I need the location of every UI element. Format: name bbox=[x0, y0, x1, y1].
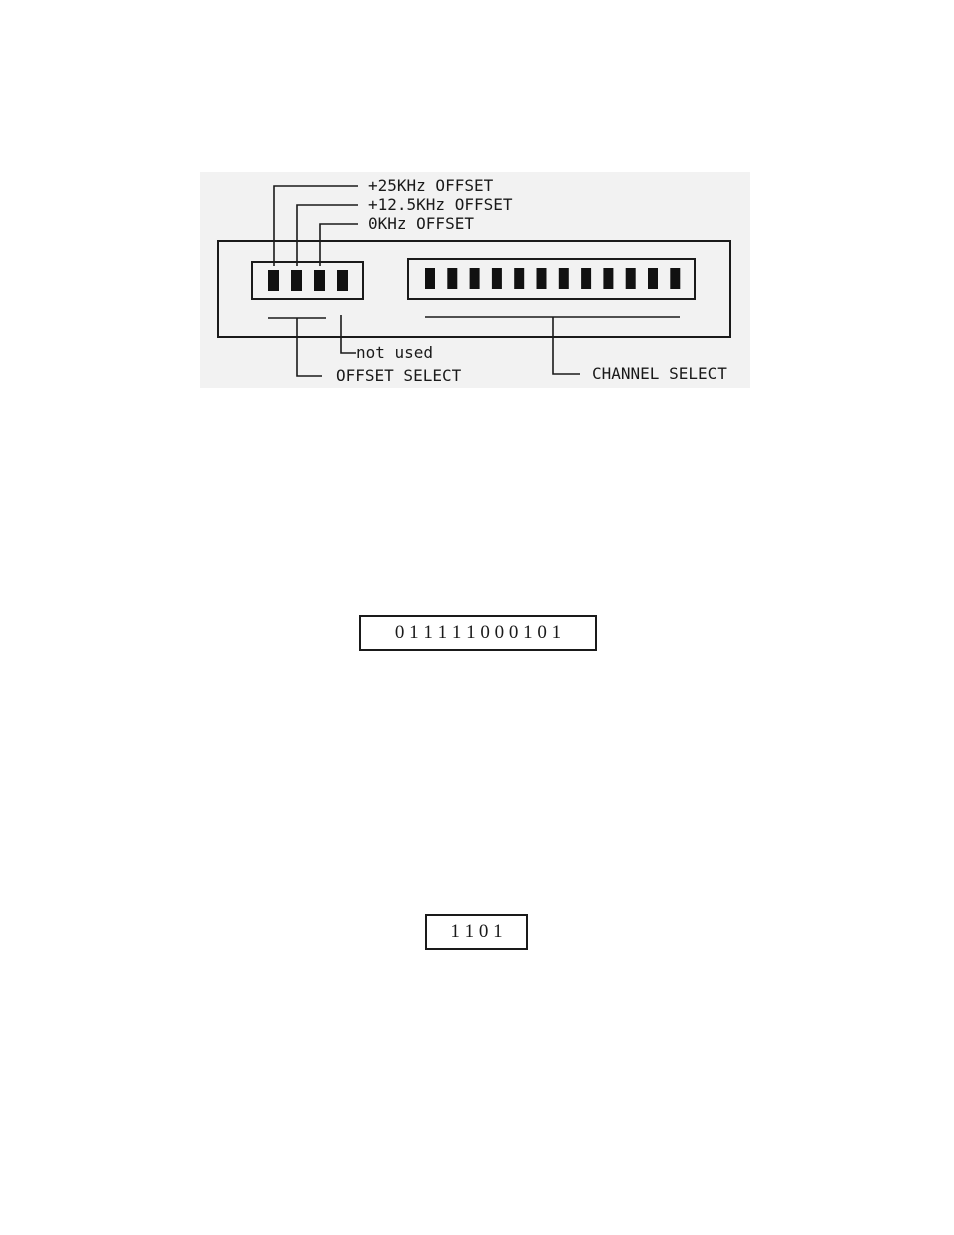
offset-switches bbox=[268, 270, 348, 291]
switch-block-outline bbox=[217, 240, 731, 338]
label-0khz-offset: 0KHz OFFSET bbox=[368, 214, 474, 233]
offset-switch-3 bbox=[314, 270, 325, 291]
channel-switch-5 bbox=[514, 268, 525, 289]
label-25khz-offset: +25KHz OFFSET bbox=[368, 176, 494, 195]
label-channel-select: CHANNEL SELECT bbox=[592, 364, 727, 383]
leader-line-12-5khz bbox=[296, 204, 358, 266]
leader-line-0khz bbox=[319, 223, 358, 266]
label-offset-select: OFFSET SELECT bbox=[336, 366, 462, 385]
leader-line-not-used bbox=[340, 321, 356, 354]
channel-switches bbox=[425, 268, 681, 289]
offset-switch-1 bbox=[268, 270, 279, 291]
channel-switch-8 bbox=[581, 268, 592, 289]
channel-switch-6 bbox=[536, 268, 547, 289]
offset-switch-4 bbox=[337, 270, 348, 291]
channel-switch-7 bbox=[558, 268, 569, 289]
channel-switch-housing bbox=[407, 258, 696, 300]
leader-line-25khz bbox=[273, 185, 358, 266]
channel-switch-1 bbox=[425, 268, 435, 289]
channel-code-box: 0 1 1 1 1 1 0 0 0 1 0 1 bbox=[359, 615, 597, 651]
channel-switch-9 bbox=[603, 268, 614, 289]
label-not-used: not used bbox=[356, 343, 433, 362]
channel-switch-3 bbox=[469, 268, 480, 289]
label-12-5khz-offset: +12.5KHz OFFSET bbox=[368, 195, 513, 214]
leader-line-channel-select bbox=[552, 317, 580, 375]
channel-switch-2 bbox=[447, 268, 458, 289]
channel-switch-12 bbox=[670, 268, 681, 289]
leader-line-offset-select bbox=[296, 318, 322, 377]
channel-switch-4 bbox=[491, 268, 502, 289]
offset-switch-housing bbox=[251, 261, 364, 300]
channel-switch-11 bbox=[648, 268, 658, 289]
offset-switch-2 bbox=[291, 270, 302, 291]
offset-code-box: 1 1 0 1 bbox=[425, 914, 528, 950]
channel-switch-10 bbox=[625, 268, 636, 289]
